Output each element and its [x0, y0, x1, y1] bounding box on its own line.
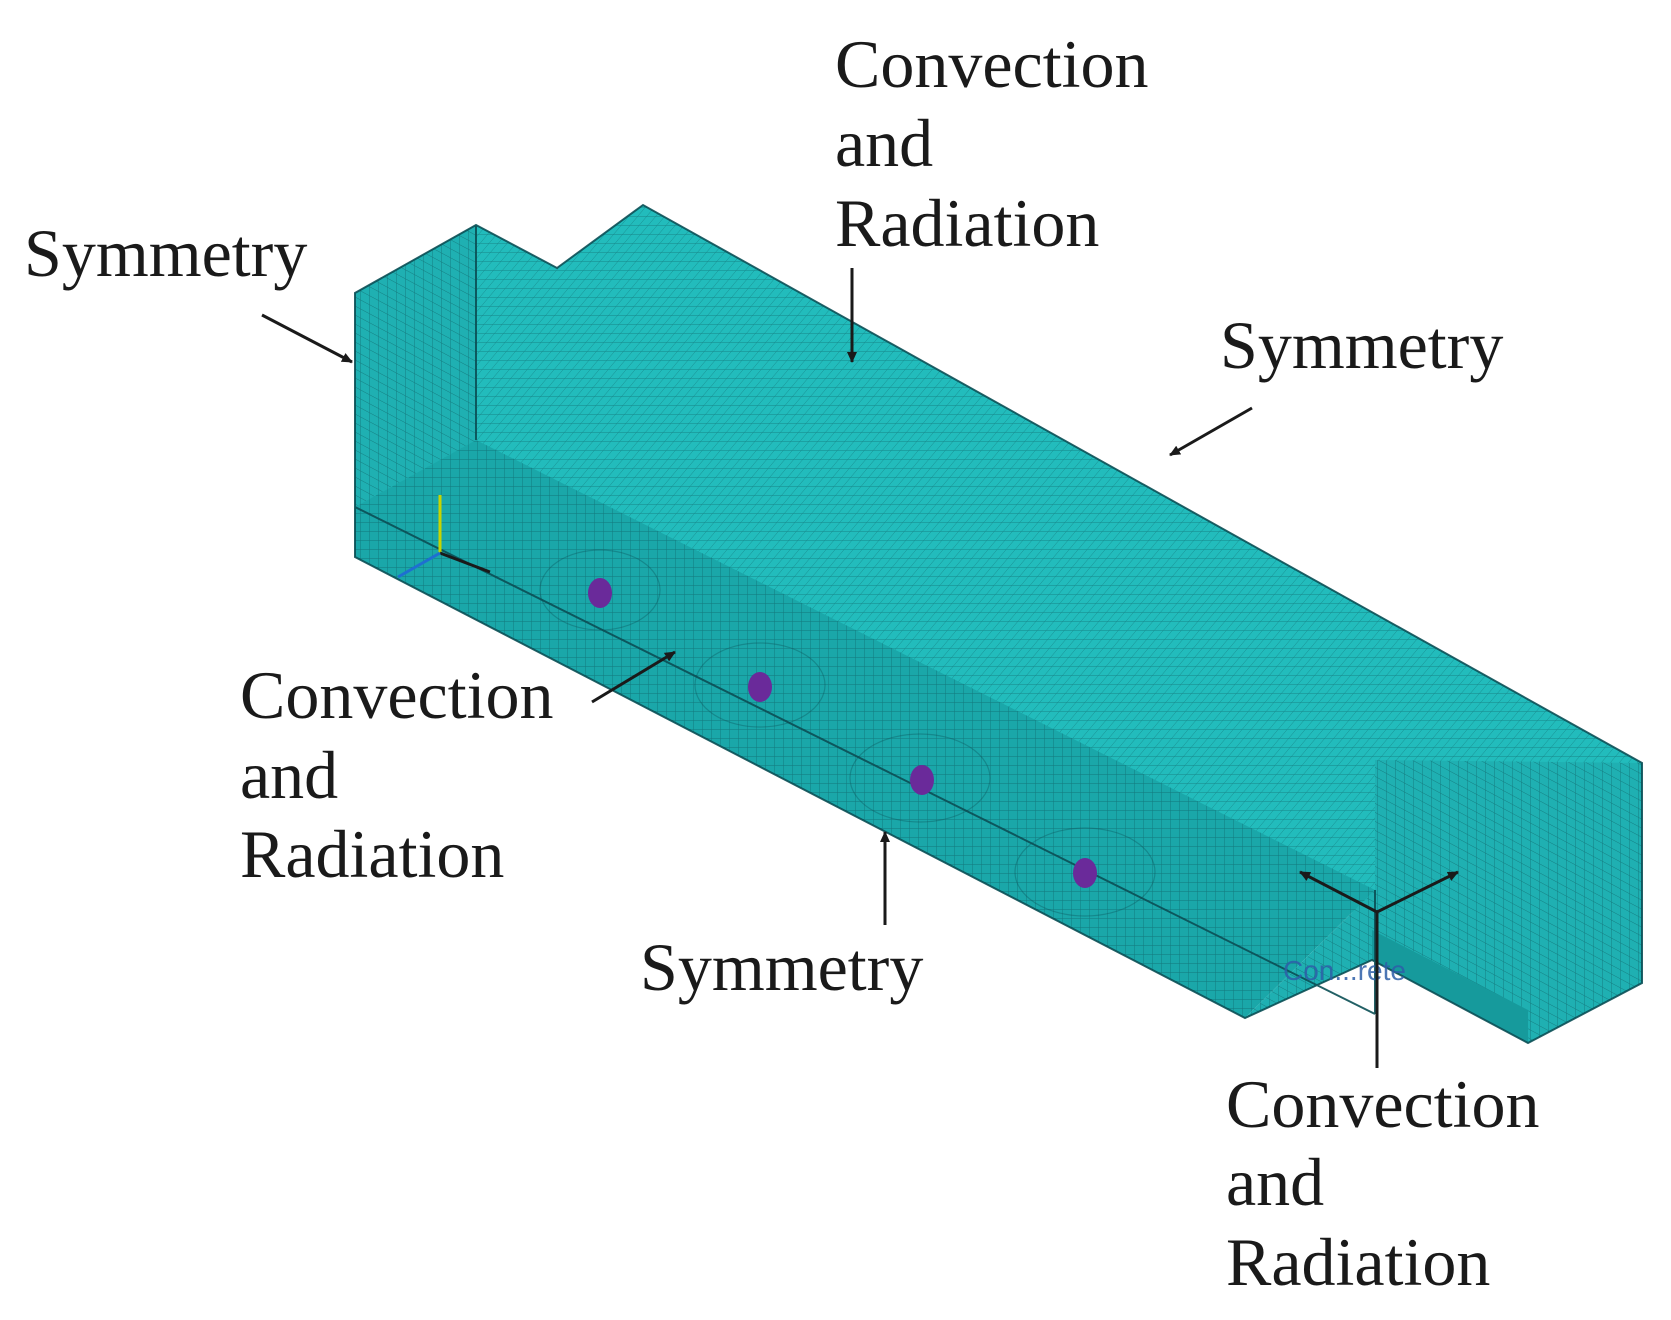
label-symmetry-right: Symmetry: [1220, 307, 1503, 383]
arrow-symmetry-right: [1169, 406, 1253, 457]
coordinate-triad-icon: [397, 495, 491, 579]
circle-hole-icon: [588, 578, 612, 608]
label-left-line1: Convection: [240, 657, 554, 733]
label-right-line3: Radiation: [1226, 1224, 1490, 1300]
arrows: [261, 268, 1459, 1068]
mesh-notch-face: [1372, 930, 1528, 1043]
label-left-line2: and: [240, 737, 338, 813]
label-top-line3: Radiation: [835, 185, 1099, 261]
label-right-line2: and: [1226, 1144, 1324, 1220]
circle-hole-icon: [1073, 858, 1097, 888]
label-symmetry-bottom: Symmetry: [640, 929, 923, 1005]
circle-hole-icon: [748, 672, 772, 702]
label-left-line3: Radiation: [240, 816, 504, 892]
mesh-left-end-face: [355, 225, 476, 507]
labels: Symmetry Convection and Radiation Symmet…: [24, 26, 1540, 1300]
label-right-line1: Convection: [1226, 1066, 1540, 1142]
mesh-front-face: [355, 440, 1375, 1018]
mesh-body: [354, 203, 1643, 1045]
circle-hole-icon: [910, 765, 934, 795]
mesh-top-face: [355, 205, 1642, 960]
holes: [588, 578, 1097, 888]
arrow-symmetry-left: [261, 313, 353, 364]
label-top-line1: Convection: [835, 26, 1149, 102]
label-top-line2: and: [835, 105, 933, 181]
arrow-left: [591, 650, 676, 704]
label-symmetry-left: Symmetry: [24, 215, 307, 291]
watermark-text: Con...rete: [1283, 955, 1406, 986]
arrow-right-group: [1299, 870, 1459, 1068]
